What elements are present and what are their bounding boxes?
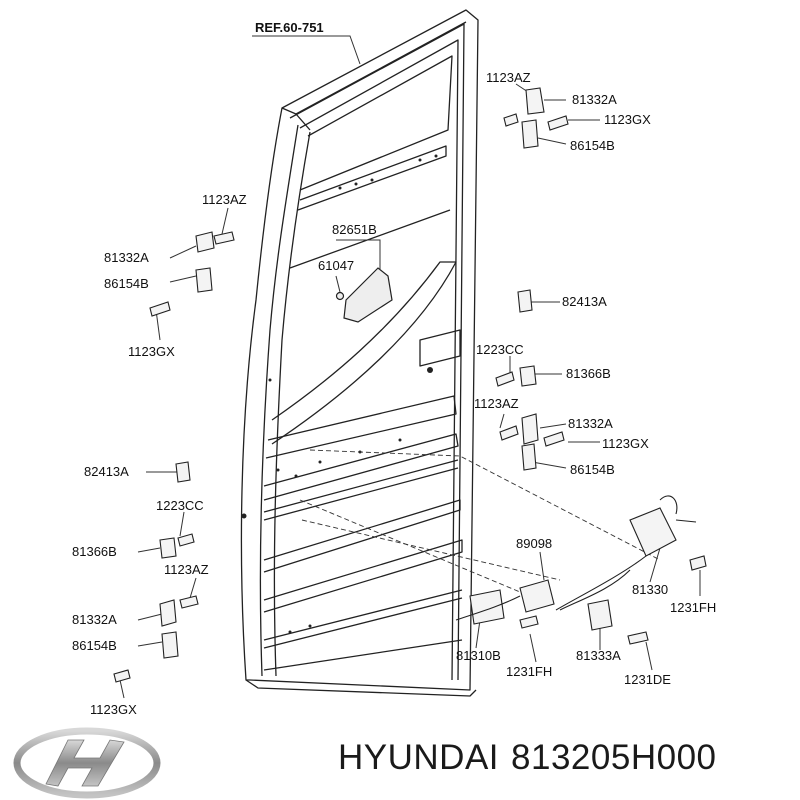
parts-top-right — [503, 87, 569, 149]
callout-label: 1123GX — [90, 702, 137, 717]
callout-label: 1223CC — [156, 498, 204, 513]
callout-label: 1123GX — [604, 112, 651, 127]
latch-assembly — [455, 495, 707, 645]
door-frame — [240, 9, 479, 697]
callout-label: 61047 — [318, 258, 354, 273]
leader-lines — [119, 35, 701, 699]
footer: HYUNDAI 813205H000 — [0, 718, 800, 800]
callout-label: 86154B — [570, 138, 615, 153]
callout-label: 82651B — [332, 222, 377, 237]
callout-label: 1123AZ — [474, 396, 519, 411]
callout-label: 1123GX — [128, 344, 175, 359]
callout-label: 81332A — [72, 612, 117, 627]
brand-name: HYUNDAI — [338, 738, 500, 777]
assembly-lines — [299, 449, 661, 593]
callout-label: 1123GX — [602, 436, 649, 451]
frame-holes — [241, 154, 438, 634]
hyundai-logo-icon — [13, 727, 161, 799]
callout-label: 82413A — [84, 464, 129, 479]
callout-label: 86154B — [104, 276, 149, 291]
callout-label: 81332A — [572, 92, 617, 107]
parts-right-mid — [495, 289, 565, 471]
callout-label: 1223CC — [476, 342, 524, 357]
callout-label: 81310B — [456, 648, 501, 663]
callout-label: 86154B — [570, 462, 615, 477]
bracket-82651b — [335, 267, 393, 323]
callout-label: 81330 — [632, 582, 668, 597]
callout-label: 86154B — [72, 638, 117, 653]
parts-left-lower — [113, 461, 199, 683]
callout-label: 81366B — [72, 544, 117, 559]
ref-label: REF.60-751 — [255, 20, 324, 35]
callout-labels: REF.60-751 1123AZ 81332A 1123GX 86154B 1… — [72, 20, 716, 717]
callout-label: 81333A — [576, 648, 621, 663]
callout-label: 82413A — [562, 294, 607, 309]
part-caption: HYUNDAI 813205H000 — [338, 738, 717, 778]
parts-left-upper — [149, 231, 235, 317]
callout-label: 81332A — [568, 416, 613, 431]
callout-label: 81332A — [104, 250, 149, 265]
callout-label: 1123AZ — [164, 562, 209, 577]
callout-label: 1123AZ — [202, 192, 247, 207]
callout-label: 1123AZ — [486, 70, 531, 85]
callout-label: 81366B — [566, 366, 611, 381]
callout-label: 1231DE — [624, 672, 671, 687]
callout-label: 1231FH — [506, 664, 552, 679]
part-number: 813205H000 — [511, 738, 717, 777]
callout-label: 1231FH — [670, 600, 716, 615]
callout-label: 89098 — [516, 536, 552, 551]
